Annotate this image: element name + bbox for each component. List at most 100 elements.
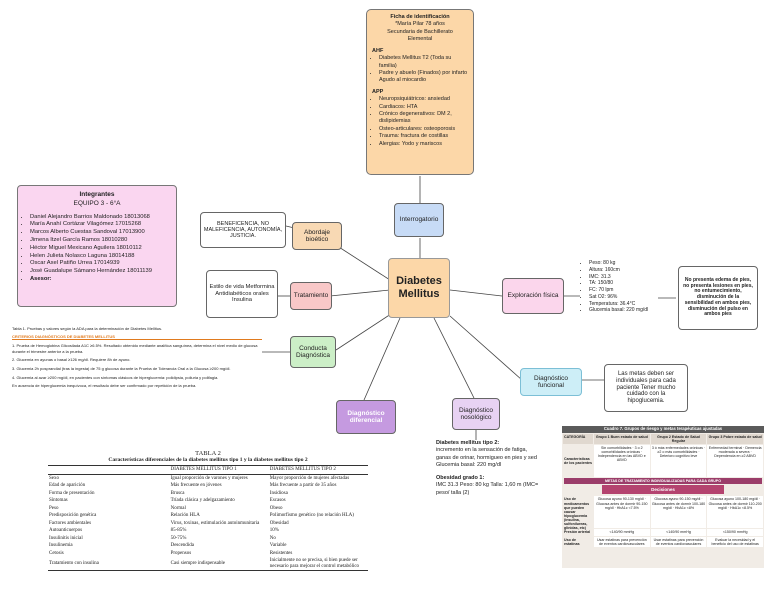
integrante-item: Marcos Alberto Cuestas Sandoval 17013900 [30,229,170,237]
cuadro7-cell: <150/90 mmHg [707,529,763,536]
edema-note-text: No presenta edema de pies, no presenta l… [683,276,753,318]
app-item: Cardiacos: HTA [379,104,468,111]
ficha-line: Secundaria de Bachillerato [387,28,453,35]
table-cell: Factores ambientales [49,520,92,526]
ficha-title: Ficha de identificación [390,14,450,20]
table-cell: Síntomas [49,498,68,503]
table-cell: Resistentes [269,550,293,556]
diagnostico-diferencial-node[interactable]: Diagnóstico diferencial [336,400,396,434]
cuadro7-row-label: Características de los pacientes [564,456,592,466]
funcional-note-text: Las metas deben ser individuales para ca… [616,370,676,405]
table-cell: Forma de presentación [49,490,95,496]
table-cell: Edad de aparición [49,483,86,488]
exploracion-item: Temperatura: 36.4°C [589,301,660,308]
obesidad-title: Obesidad grado 1: [436,474,485,481]
criterio-item: 2. Glucemia en ayunas o basal ≥126 mg/dl… [12,357,131,363]
tabla2-title: TABLA 2 [195,450,221,457]
table-row: Predisposición genética Relación HLA Polim… [48,512,368,520]
table-cell: Mayor proporción de mujeres afectadas [269,475,350,481]
cuadro7-cell: Enfermedad terminal · Demencia moderada … [707,445,763,478]
table-cell: Relación HLA [170,513,200,518]
diagnostico-nosologico-node[interactable]: Diagnóstico nosológico [452,398,500,430]
dx-diferencial-label: Diagnóstico diferencial [347,409,385,424]
cuadro7-cell: Usar estatinas para prevención de evento… [594,536,650,547]
integrantes-box: Integrantes EQUIPO 3 - 6°A Daniel Alejan… [17,185,177,307]
ahf-item: Diabetes Mellitus T2 (Toda su familia) [379,55,468,70]
exploracion-item: FC: 70 lpm [589,287,660,294]
app-item: Alergias: Yodo y mariscos [379,141,468,148]
center-title: Diabetes Mellitus [396,275,442,300]
exploracion-fisica-node[interactable]: Exploración física [502,278,564,314]
table-cell: Sexo [49,475,59,481]
app-item: Crónico degenerativos: DM 2, dislipidemi… [379,111,468,126]
criterios-caption: Tabla 1. Pruebas y valores según la ADA … [12,326,163,331]
table-cell: 85-85% [170,528,187,533]
integrante-item: María Anahí Cortázar Vilagómez 17015268 [30,221,170,229]
integrante-item: José Guadalupe Sámano Hernández 18011139 [30,268,170,276]
cuadro7-block: Cuadro 7. Grupos de riesgo y metas terap… [562,426,764,568]
cuadro7-cell: Glucosa ayuno 90-150 mg/dl · Glucosa ant… [650,496,707,529]
integrante-item: Héctor Miguel Mexicano Aguilera 18010112 [30,245,170,253]
table-cell: Peso [49,505,59,511]
table-row: Autoanticuerpos 85-85% 10% [48,527,368,535]
abordaje-bioetico-node[interactable]: Abordaje bioético [292,222,342,250]
cuadro7-row-label: Presión arterial [564,530,591,535]
table-cell: Casi siempre indispensable [170,560,226,566]
cuadro7-cell: Evaluar la necesidad y el beneficio del … [707,536,763,547]
table-cell: Igual proporción de varones y mujeres [170,475,248,481]
table-cell: Más frecuente en jóvenes [170,483,222,488]
cuadro7-row-label: Uso de estatinas [564,537,580,546]
app-item: Trauma: fractura de costillas [379,133,468,140]
dx-funcional-label: Diagnóstico funcional [534,374,568,389]
table-cell: Predisposición genética [49,513,97,518]
exploracion-item: IMC: 31.3 [589,274,660,281]
tabla2-subtitle: Características diferenciales de la diab… [108,457,308,463]
conducta-diagnostica-node[interactable]: Conducta Diagnóstica [290,336,336,368]
ahf-title: AHF [372,47,384,54]
exploracion-label: Exploración física [507,292,559,300]
criterio-item: 1. Prueba de Hemoglobina Glicosilada A1C… [12,343,258,354]
cuadro7-header: Grupo 3 Pobre estado de salud [707,433,763,445]
diagnostico-funcional-node[interactable]: Diagnóstico funcional [520,368,582,396]
table-cell: Polimorfismo genético (no relación HLA) [269,513,354,518]
cuadro7-decisiones: Decisiones [602,485,724,495]
exploracion-item: Sat O2: 96% [589,294,660,301]
obesidad-body: IMC 31.3 Peso: 80 kg Talla: 1,60 m (IMC=… [436,482,539,496]
table-cell: 10% [269,528,279,533]
tabla2-header: DIABETES MELLITUS TIPO 2 [269,467,336,472]
exploracion-datos: Peso: 80 kg Altura: 160cm IMC: 31.3 TA: … [582,260,660,330]
table-cell: Tríada clásica y adelgazamiento [170,498,235,503]
table-cell: Autoanticuerpos [49,528,83,533]
integrante-item: Oscar Axel Patiño Urrea 17014939 [30,260,170,268]
ficha-identificacion-box: Ficha de identificación *María Pilar 78 … [366,9,474,175]
tabla2-header: DIABETES MELLITUS TIPO 1 [170,467,237,472]
exploracion-item: TA: 150/80 [589,280,660,287]
tratamiento-node[interactable]: Tratamiento [290,282,332,310]
cuadro7-title: Cuadro 7. Grupos de riesgo y metas terap… [562,426,764,433]
tratamiento-label: Tratamiento [293,292,329,300]
table-cell: Insulinitis inicial [49,535,83,541]
integrantes-title: Integrantes [79,191,115,198]
interrogatorio-label: Interrogatorio [399,216,439,224]
nosologico-text-box: Diabetes mellitus tipo 2: incremento en … [436,440,540,524]
cuadro7-cell: Sin comorbilidades · 3 o 2 comorbilidade… [594,445,650,478]
table-cell: Variable [269,543,287,548]
bioetica-text: BENEFICENCIA, NO MALEFICENCIA, AUTONOMÍA… [203,220,283,240]
estilo-vida-text: Estilo de vida Metformina Antidiabéticos… [209,284,275,304]
integrantes-subtitle: EQUIPO 3 - 6°A [73,199,121,207]
table-cell: Normal [170,505,186,511]
ficha-line: Elemental [407,36,433,43]
exploracion-item: Altura: 160cm [589,267,660,274]
interrogatorio-node[interactable]: Interrogatorio [394,203,444,237]
table-cell: Insidiosa [269,490,288,496]
table-cell: No [269,535,276,541]
cuadro7-header: CATEGORÍA [563,433,593,445]
table-cell: Obeso [269,505,283,511]
diabetes-mellitus-center[interactable]: Diabetes Mellitus [388,258,450,318]
table-cell: Descendida [170,543,194,548]
